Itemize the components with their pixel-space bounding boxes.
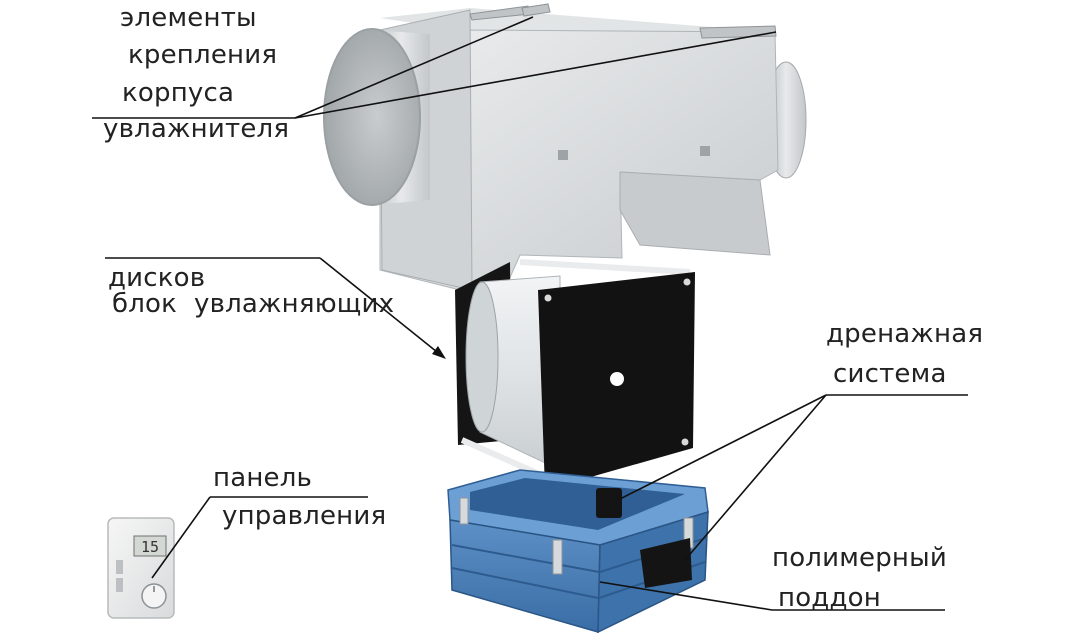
leader-mounting-to-clip-right [294, 31, 777, 119]
leader-lines [92, 16, 968, 611]
label-mounting-elements-4: увлажнителя [103, 113, 289, 145]
control-panel-device: 15 [107, 517, 175, 619]
leader-drainage-to-outer [684, 394, 827, 561]
housing-slot-right [700, 146, 710, 156]
tray-inside [470, 478, 685, 530]
left-duct-opening [323, 28, 421, 206]
label-tray-line-2: поддон [778, 583, 881, 613]
label-panel-line-2: управления [222, 501, 387, 531]
label-disk-line-1: блок увлажняющих [112, 289, 395, 319]
label-polymer-tray: полимерный [772, 542, 947, 574]
plate-bolt-2 [683, 278, 691, 286]
label-disk-block: блок увлажняющих [112, 224, 394, 352]
disk-axle [610, 372, 624, 386]
label-control-panel-2: управления [222, 500, 386, 532]
housing-right-wing [619, 171, 771, 256]
label-drainage-line-2: система [833, 359, 947, 389]
control-panel-knob [141, 583, 167, 609]
label-panel-line-1: панель [213, 463, 313, 493]
leader-mounting-to-clip-top [294, 16, 534, 119]
label-mounting-elements: элементы [120, 2, 257, 34]
leader-tray-to-tray [599, 581, 773, 611]
control-panel-display-value: 15 [141, 538, 159, 556]
label-mounting-elements-2: крепления [128, 39, 277, 71]
label-mounting-line-1: элементы [120, 3, 257, 33]
disk-block [455, 259, 695, 490]
label-mounting-elements-3: корпуса [122, 77, 234, 109]
tray-latch-3 [459, 497, 469, 525]
polymer-tray [447, 469, 709, 634]
tray-rib-1 [451, 544, 600, 573]
label-mounting-line-3: корпуса [122, 78, 235, 108]
control-panel-display [133, 535, 167, 557]
mounting-clip-right [699, 25, 777, 39]
drain-fitting-inner [596, 488, 622, 518]
leader-disk-arrow [319, 257, 443, 357]
label-drainage: дренажная [826, 318, 983, 350]
label-tray-line-1: полимерный [772, 543, 947, 573]
control-panel-button-1 [116, 560, 123, 574]
plate-bolt-3 [681, 438, 689, 446]
leader-drainage-to-inner [617, 394, 827, 501]
humidifier-housing [323, 3, 807, 301]
mounting-clip-top-2 [521, 3, 551, 17]
tray-rib-2 [451, 567, 599, 599]
housing-slot-left [558, 150, 568, 160]
disk-stack-edge [465, 281, 499, 433]
label-control-panel: панель [213, 462, 312, 494]
tray-latch-1 [552, 539, 563, 575]
label-drainage-line-1: дренажная [826, 319, 984, 349]
label-mounting-line-2: крепления [128, 40, 278, 70]
plate-bolt-1 [544, 294, 552, 302]
drain-fitting-outer [640, 538, 692, 588]
control-panel-button-2 [116, 578, 123, 592]
label-drainage-2: система [833, 358, 947, 390]
label-disk-block-2: дисков [108, 262, 205, 294]
tie-rod-top [519, 259, 691, 275]
label-mounting-line-4: увлажнителя [103, 114, 290, 144]
label-polymer-tray-2: поддон [778, 582, 881, 614]
housing-body [379, 29, 779, 301]
leader-panel-to-device [151, 496, 211, 579]
leader-disk-arrowhead [432, 346, 446, 359]
label-disk-line-2: дисков [108, 263, 206, 293]
